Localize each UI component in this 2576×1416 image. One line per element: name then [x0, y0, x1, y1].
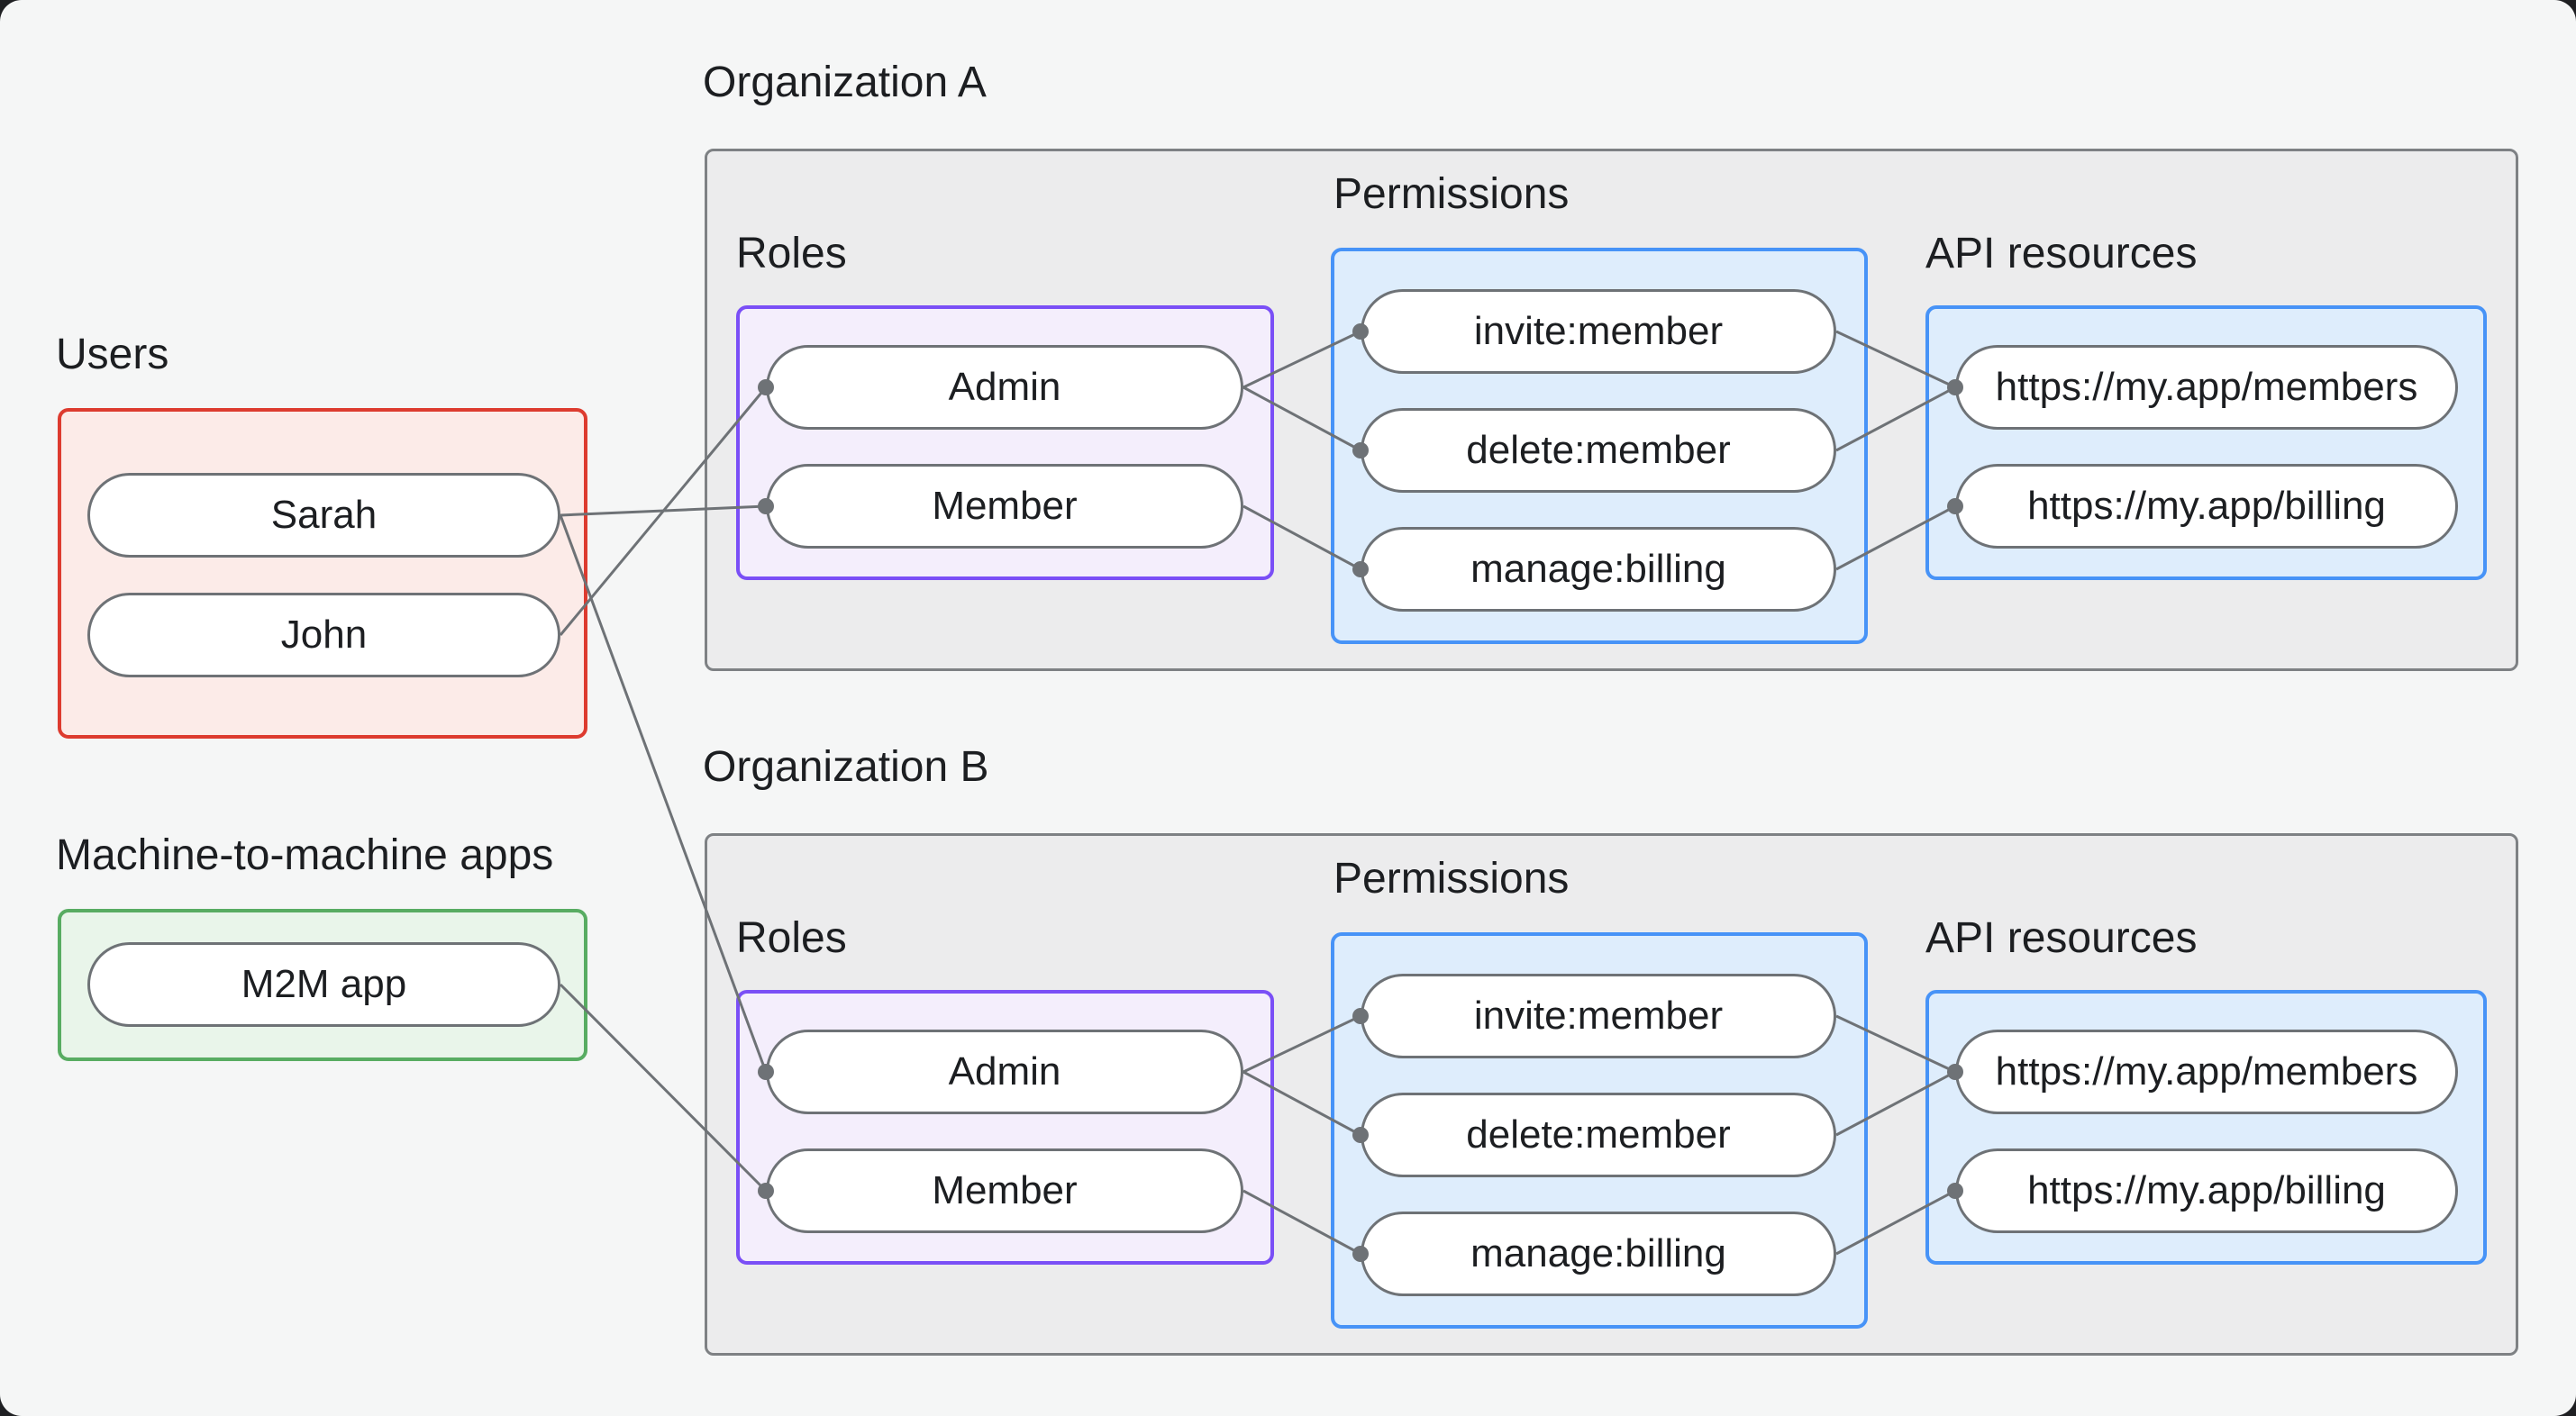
- org-a-permission-billing-pill: manage:billing: [1361, 527, 1836, 612]
- org-b-role-admin-pill: Admin: [766, 1030, 1243, 1114]
- org-a-role-admin-pill: Admin: [766, 345, 1243, 430]
- org-a-label: Organization A: [703, 59, 987, 106]
- user-pill-john: John: [87, 593, 560, 677]
- org-b-api-members-pill: https://my.app/members: [1955, 1030, 2458, 1114]
- org-b-roles-label: Roles: [736, 914, 847, 962]
- org-a-permission-delete-pill: delete:member: [1361, 408, 1836, 493]
- org-a-api-billing-pill: https://my.app/billing: [1955, 464, 2458, 549]
- org-b-permission-delete-pill: delete:member: [1361, 1093, 1836, 1177]
- user-pill-sarah: Sarah: [87, 473, 560, 558]
- org-b-permissions-label: Permissions: [1334, 855, 1570, 903]
- m2m-app-pill: M2M app: [87, 942, 560, 1027]
- users-group-label: Users: [56, 331, 169, 378]
- org-b-permission-invite-pill: invite:member: [1361, 974, 1836, 1058]
- m2m-group-label: Machine-to-machine apps: [56, 831, 554, 879]
- org-a-permissions-label: Permissions: [1334, 170, 1570, 218]
- org-a-api-label: API resources: [1925, 230, 2198, 277]
- org-b-api-billing-pill: https://my.app/billing: [1955, 1148, 2458, 1233]
- org-b-permission-billing-pill: manage:billing: [1361, 1212, 1836, 1296]
- org-a-roles-label: Roles: [736, 230, 847, 277]
- users-group-box: [58, 408, 587, 739]
- org-a-permission-invite-pill: invite:member: [1361, 289, 1836, 374]
- org-b-label: Organization B: [703, 743, 989, 791]
- org-a-role-member-pill: Member: [766, 464, 1243, 549]
- org-a-api-members-pill: https://my.app/members: [1955, 345, 2458, 430]
- org-b-role-member-pill: Member: [766, 1148, 1243, 1233]
- org-b-api-label: API resources: [1925, 914, 2198, 962]
